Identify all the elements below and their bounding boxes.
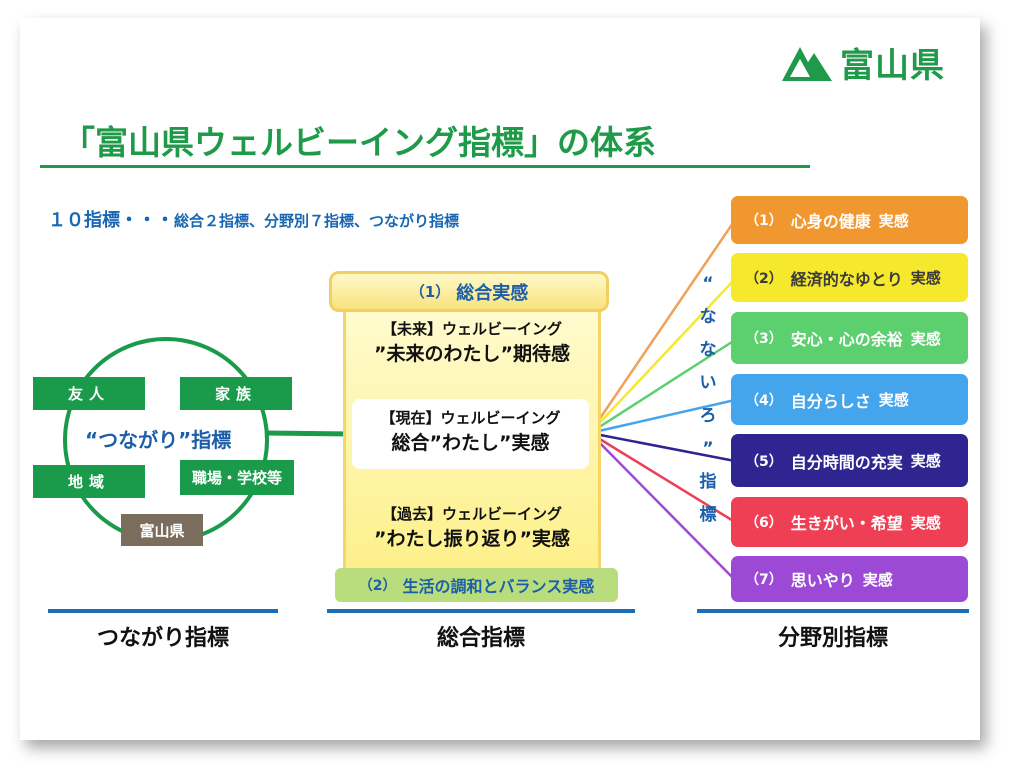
prefecture-logo: 富山県 <box>780 38 945 87</box>
future-line1: 【未来】ウェルビーイング <box>381 320 562 338</box>
vertical-char: な <box>699 307 717 327</box>
section-rule-overall <box>327 609 635 613</box>
mountain-logo-icon <box>782 46 832 81</box>
friend-box: 友人 <box>33 377 145 410</box>
ray-7 <box>589 432 736 581</box>
field-item-compassion: （7） 思いやり実感 <box>731 556 968 602</box>
ray-3 <box>589 338 736 435</box>
life-balance-num: （2） <box>358 578 397 594</box>
future-wellbeing: 【未来】ウェルビーイング ”未来のわたし”期待感 <box>343 318 601 366</box>
logo-text: 富山県 <box>840 46 945 86</box>
vertical-char: ” <box>702 439 714 459</box>
past-line1: 【過去】ウェルビーイング <box>381 505 562 523</box>
field-suffix: 実感 <box>862 570 893 589</box>
field-item-selfhood: （4） 自分らしさ実感 <box>731 374 968 425</box>
section-label-connection: つながり指標 <box>96 626 229 651</box>
subtitle-detail: 総合２指標、分野別７指標、つながり指標 <box>174 212 460 230</box>
page-title: 「富山県ウェルビーイング指標」の体系 <box>62 123 656 162</box>
workplace-school-box: 職場・学校等 <box>180 460 294 495</box>
field-suffix: 実感 <box>910 452 941 470</box>
present-line2: 総合”わたし”実感 <box>391 432 550 454</box>
field-item-security: （3） 安心・心の余裕実感 <box>731 312 968 364</box>
vertical-char: い <box>699 373 717 393</box>
vertical-char: ろ <box>699 406 717 426</box>
family-box: 家族 <box>180 377 292 410</box>
future-line2: ”未来のわたし”期待感 <box>374 343 570 365</box>
field-item-health: （1） 心身の健康実感 <box>731 196 968 244</box>
section-label-fields: 分野別指標 <box>777 626 888 651</box>
past-line2: ”わたし振り返り”実感 <box>374 528 570 550</box>
field-item-own-time: （5） 自分時間の充実実感 <box>731 434 968 487</box>
field-item-purpose: （6） 生きがい・希望実感 <box>731 497 968 547</box>
vertical-char: な <box>699 340 717 360</box>
ray-5 <box>589 431 736 463</box>
present-wellbeing: 【現在】ウェルビーイング 総合”わたし”実感 <box>352 407 589 455</box>
title-underline <box>40 165 810 168</box>
field-label: 自分時間の充実 <box>790 452 903 472</box>
ray-6 <box>589 431 736 524</box>
section-rule-connection <box>48 609 278 613</box>
field-suffix: 実感 <box>878 211 909 230</box>
present-line1: 【現在】ウェルビーイング <box>380 409 561 427</box>
overall-num: （1） <box>409 283 451 301</box>
present-box <box>352 399 589 469</box>
vertical-char: 指 <box>699 472 717 492</box>
subtitle-main: １０指標・・・ <box>48 210 174 231</box>
ray-1 <box>588 219 737 434</box>
section-rule-fields <box>697 609 969 613</box>
field-num: （1） <box>745 213 783 229</box>
field-suffix: 実感 <box>910 269 941 287</box>
field-label: 思いやり <box>790 571 855 590</box>
subtitle: １０指標・・・総合２指標、分野別７指標、つながり指標 <box>48 206 459 232</box>
life-balance-label: 生活の調和とバランス実感 <box>402 577 595 596</box>
overall-label: 総合実感 <box>456 282 529 304</box>
field-suffix: 実感 <box>910 329 941 348</box>
field-label: 心身の健康 <box>790 212 871 231</box>
field-num: （2） <box>745 270 783 287</box>
field-label: 生きがい・希望 <box>790 514 903 533</box>
ray-2 <box>589 278 736 434</box>
prefecture-box: 富山県 <box>121 514 203 546</box>
section-label-overall: 総合指標 <box>436 626 525 651</box>
field-label: 自分らしさ <box>790 391 871 411</box>
overall-satisfaction-header: （1） 総合実感 <box>329 271 609 312</box>
ray-4 <box>589 398 736 435</box>
field-suffix: 実感 <box>910 513 941 532</box>
field-num: （6） <box>745 515 783 531</box>
field-label: 安心・心の余裕 <box>790 330 903 349</box>
field-num: （5） <box>745 453 783 470</box>
vertical-char: “ <box>702 274 714 294</box>
field-num: （3） <box>745 331 783 347</box>
life-balance-box: （2） 生活の調和とバランス実感 <box>335 568 618 602</box>
community-box: 地域 <box>33 465 145 498</box>
nanairo-indicator-vertical: “ な な い ろ ” 指 標 <box>696 268 720 532</box>
field-num: （7） <box>745 572 783 588</box>
vertical-char: 標 <box>699 505 717 525</box>
field-label: 経済的なゆとり <box>790 269 903 289</box>
field-num: （4） <box>745 392 783 409</box>
field-item-economy: （2） 経済的なゆとり実感 <box>731 253 968 302</box>
field-suffix: 実感 <box>878 391 909 409</box>
connection-to-overall-line <box>264 430 353 437</box>
connection-indicator-label: “つながり”指標 <box>85 428 232 452</box>
past-wellbeing: 【過去】ウェルビーイング ”わたし振り返り”実感 <box>343 503 601 551</box>
